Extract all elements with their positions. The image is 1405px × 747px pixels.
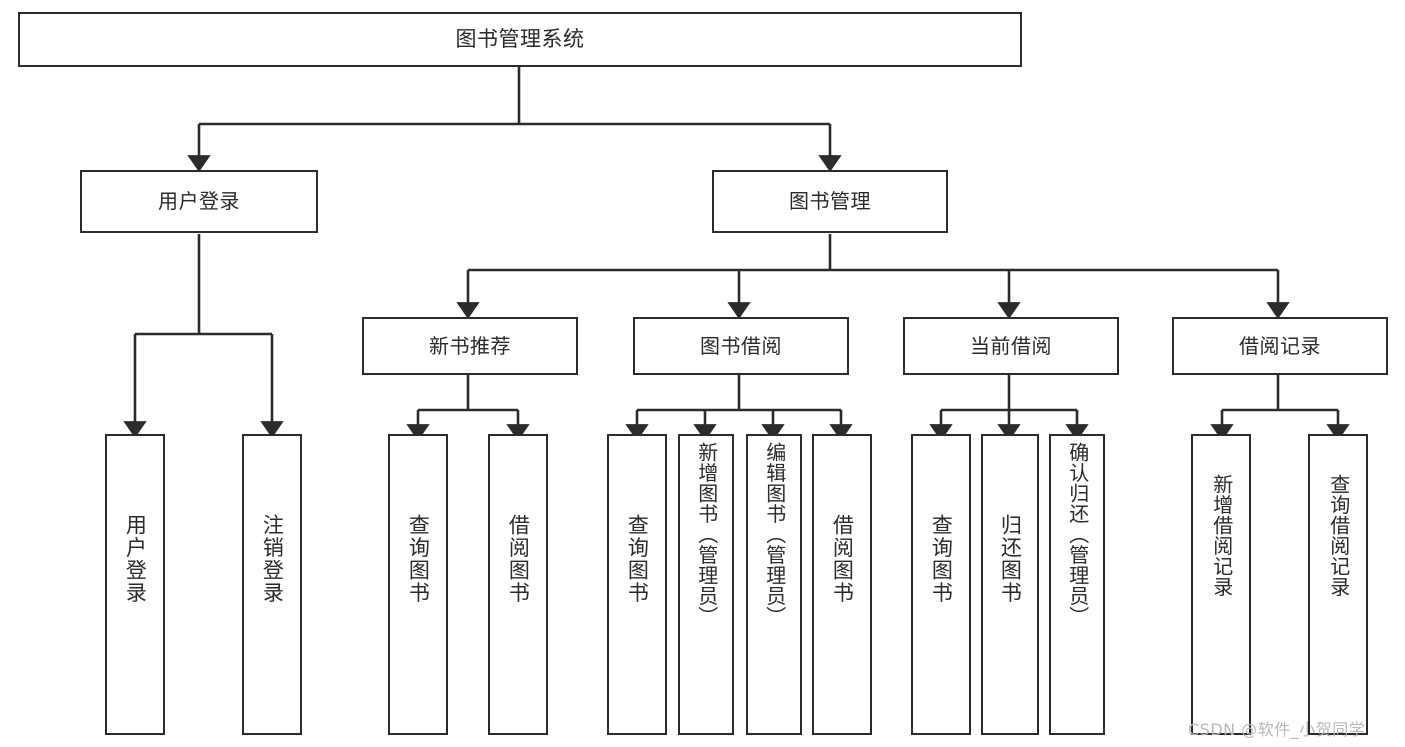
leaf-return-book[interactable]: 归还图书 bbox=[981, 434, 1039, 735]
node-root-system[interactable]: 图书管理系统 bbox=[18, 12, 1022, 67]
node-label: 图书管理系统 bbox=[455, 26, 585, 51]
node-label: 新增借阅记录 bbox=[1209, 474, 1234, 597]
node-label: 编辑图书（管理员） bbox=[762, 442, 787, 627]
node-label: 确认归还（管理员） bbox=[1065, 442, 1090, 627]
node-label: 借阅图书 bbox=[830, 514, 855, 604]
leaf-edit-book-admin[interactable]: 编辑图书（管理员） bbox=[746, 434, 802, 735]
node-label: 图书借阅 bbox=[700, 333, 782, 358]
leaf-borrow-book-1[interactable]: 借阅图书 bbox=[488, 434, 548, 735]
node-book-manage[interactable]: 图书管理 bbox=[712, 170, 948, 233]
node-user-login[interactable]: 用户登录 bbox=[80, 170, 318, 233]
node-current-borrow[interactable]: 当前借阅 bbox=[903, 317, 1119, 375]
leaf-logout-login[interactable]: 注销登录 bbox=[242, 434, 302, 735]
node-label: 借阅记录 bbox=[1239, 333, 1321, 358]
leaf-confirm-return-admin[interactable]: 确认归还（管理员） bbox=[1049, 434, 1105, 735]
node-label: 当前借阅 bbox=[970, 333, 1052, 358]
leaf-query-book-2[interactable]: 查询图书 bbox=[607, 434, 667, 735]
node-label: 用户登录 bbox=[123, 514, 148, 604]
node-label: 查询图书 bbox=[929, 514, 954, 604]
node-label: 新书推荐 bbox=[429, 333, 511, 358]
node-label: 借阅图书 bbox=[506, 514, 531, 604]
leaf-query-book-1[interactable]: 查询图书 bbox=[388, 434, 448, 735]
node-book-borrow[interactable]: 图书借阅 bbox=[633, 317, 849, 375]
node-label: 归还图书 bbox=[998, 514, 1023, 604]
node-new-book-recommend[interactable]: 新书推荐 bbox=[362, 317, 578, 375]
leaf-add-borrow-record[interactable]: 新增借阅记录 bbox=[1191, 434, 1251, 735]
node-label: 查询图书 bbox=[406, 514, 431, 604]
leaf-query-book-3[interactable]: 查询图书 bbox=[911, 434, 971, 735]
leaf-query-borrow-record[interactable]: 查询借阅记录 bbox=[1308, 434, 1368, 735]
node-label: 图书管理 bbox=[789, 189, 871, 214]
leaf-user-login[interactable]: 用户登录 bbox=[105, 434, 165, 735]
node-label: 查询图书 bbox=[625, 514, 650, 604]
node-label: 查询借阅记录 bbox=[1326, 474, 1351, 597]
node-label: 注销登录 bbox=[260, 514, 285, 604]
leaf-add-book-admin[interactable]: 新增图书（管理员） bbox=[678, 434, 734, 735]
node-borrow-record[interactable]: 借阅记录 bbox=[1172, 317, 1388, 375]
leaf-borrow-book-2[interactable]: 借阅图书 bbox=[812, 434, 872, 735]
node-label: 新增图书（管理员） bbox=[694, 442, 719, 627]
node-label: 用户登录 bbox=[158, 189, 240, 214]
csdn-watermark: CSDN @软件_小贺同学 bbox=[1188, 720, 1366, 739]
